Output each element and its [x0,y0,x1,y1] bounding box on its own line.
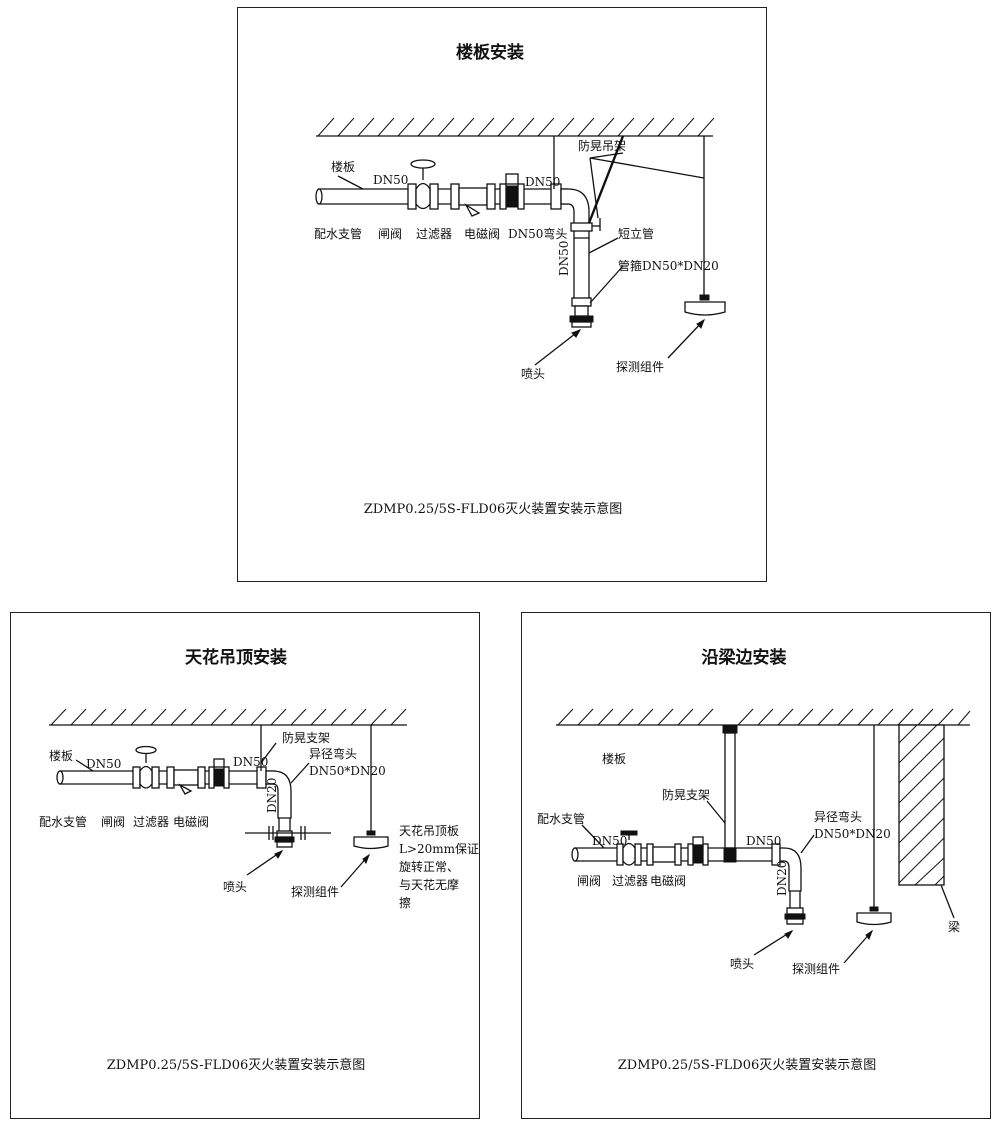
label-nozzle: 喷头 [521,367,545,381]
sway-hanger [553,135,625,231]
label-gate-valve: 闸阀 [378,227,402,241]
label-filter: 过滤器 [133,815,169,829]
label-reducer-spec: DN50*DN20 [309,764,386,778]
label-detector: 探测组件 [792,962,840,976]
sway-bracket [722,724,738,863]
ceiling-install-diagram: 天花吊顶安装 [39,647,479,1073]
label-nozzle: 喷头 [730,957,754,971]
floor-slab [556,708,971,726]
label-reducer-elbow: 异径弯头 [814,809,862,824]
label-solenoid-valve: 电磁阀 [650,873,686,888]
panel-title: 楼板安装 [456,42,524,63]
caption: ZDMP0.25/5S-FLD06灭火装置安装示意图 [618,1057,877,1073]
label-reducer-spec: DN50*DN20 [814,827,891,841]
note-line-2: L>20mm保证 [399,842,479,856]
detector-assembly [353,725,389,850]
caption: ZDMP0.25/5S-FLD06灭火装置安装示意图 [364,501,623,517]
label-detector: 探测组件 [291,885,339,899]
branch-pipe [315,188,568,205]
solenoid-valve [208,758,230,789]
panel-title: 天花吊顶安装 [185,647,287,668]
label-sway-bracket: 防晃支架 [662,787,710,802]
panel-title: 沿梁边安装 [702,647,787,668]
filter [450,183,496,217]
label-reducer-elbow: 异径弯头 [309,746,357,761]
gate-valve [407,159,439,210]
label-solenoid-valve: 电磁阀 [464,226,500,241]
label-vertical-dn20: DN20 [265,778,279,813]
beam-install-diagram: 沿梁边安装 [537,647,971,1073]
panel-ceiling-install: 天花吊顶安装 [10,612,480,1119]
label-short-pipe: 短立管 [618,226,654,241]
label-gate-valve: 闸阀 [101,815,125,829]
label-filter: 过滤器 [612,874,648,888]
label-branch-pipe: 配水支管 [39,814,87,829]
label-clamp: 管箍DN50*DN20 [618,258,719,273]
label-filter: 过滤器 [416,227,452,241]
label-dn50-right: DN50 [746,834,781,848]
label-dn50-left: DN50 [592,834,627,848]
panel-floor-install: 楼板安装 [237,7,767,582]
beam [898,724,945,886]
label-vertical-dn20: DN20 [775,861,789,896]
label-dn50-right: DN50 [233,755,268,769]
gate-valve [616,830,642,866]
label-dn50-left: DN50 [373,173,408,187]
label-nozzle: 喷头 [223,880,247,894]
label-floor: 楼板 [602,751,626,766]
leader-lines [581,800,955,964]
filter [646,843,682,866]
caption: ZDMP0.25/5S-FLD06灭火装置安装示意图 [107,1057,366,1073]
label-branch-pipe: 配水支管 [314,226,362,241]
label-vertical-dn50: DN50 [557,241,571,276]
note-line-5: 擦 [399,896,411,910]
label-branch-pipe: 配水支管 [537,811,585,826]
reducer-elbow-assembly [771,843,806,925]
note-line-1: 天花吊顶板 [399,823,459,838]
solenoid-valve [499,173,525,210]
gate-valve [132,745,160,789]
panel-beam-install: 沿梁边安装 [521,612,991,1119]
floor-install-diagram: 楼板安装 [314,42,726,517]
label-gate-valve: 闸阀 [577,874,601,888]
label-elbow: DN50弯头 [508,226,567,241]
label-beam: 梁 [948,919,960,934]
leader-lines [337,152,705,366]
ceiling-board [245,826,331,840]
solenoid-valve [687,836,709,866]
label-sway-bracket: 防晃支架 [282,730,330,745]
reducer-elbow-assembly [256,766,295,848]
leader-lines [75,759,371,888]
sway-bracket [260,725,277,771]
note-line-3: 旋转正常、 [399,859,459,874]
label-solenoid-valve: 电磁阀 [173,814,209,829]
label-floor: 楼板 [331,159,355,174]
detector-assembly [684,136,726,316]
label-sway-hanger: 防晃吊架 [578,138,626,153]
filter [166,766,206,795]
note-line-4: 与天花无摩 [399,877,459,892]
detector-assembly [856,725,892,926]
floor-slab [316,117,715,137]
label-detector: 探测组件 [616,360,664,374]
label-dn50-left: DN50 [86,757,121,771]
label-dn50-right: DN50 [525,175,560,189]
floor-slab [49,708,407,726]
label-floor: 楼板 [49,748,73,763]
